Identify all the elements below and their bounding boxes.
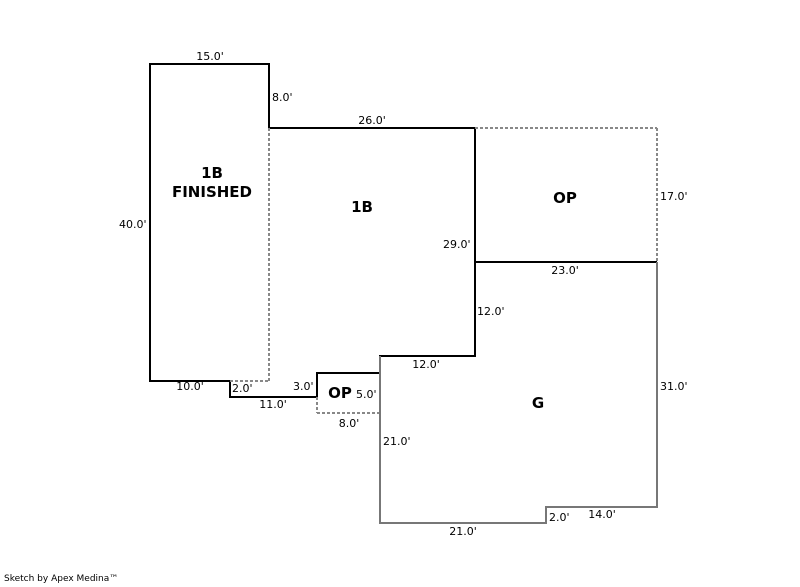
dim-label: 29.0' [443,238,471,251]
area-label-1b: 1B [351,198,373,216]
dim-label: 5.0' [356,388,377,401]
dim-label: 12.0' [477,305,505,318]
dim-label: 3.0' [293,380,314,393]
dim-label: 8.0' [339,417,360,430]
dim-label: 10.0' [176,380,204,393]
dim-label: 14.0' [588,508,616,521]
dim-label: 2.0' [232,382,253,395]
main-wall-outline [149,63,476,398]
dim-label: 12.0' [412,358,440,371]
dim-label: 31.0' [660,380,688,393]
area-label-garage: G [532,394,544,412]
dim-label: 8.0' [272,91,293,104]
area-label-op-large: OP [553,189,577,207]
area-label-op-small: OP [328,384,352,402]
dim-label: 40.0' [119,218,147,231]
dim-label: 11.0' [259,398,287,411]
dim-label: 17.0' [660,190,688,203]
dim-label: 2.0' [549,511,570,524]
open-edges [230,127,658,414]
area-label-1b-finished-line1: 1B [201,164,223,182]
sketch-credit: Sketch by Apex Medina™ [4,574,119,584]
dim-label: 23.0' [551,264,579,277]
garage-outline [379,262,658,524]
dim-label: 21.0' [449,525,477,538]
dim-label: 15.0' [196,50,224,63]
area-label-1b-finished-line2: FINISHED [172,183,252,201]
dim-label: 26.0' [358,114,386,127]
dimension-labels: 15.0' 8.0' 26.0' 40.0' 17.0' 29.0' 23.0'… [119,50,688,538]
dim-label: 21.0' [383,435,411,448]
